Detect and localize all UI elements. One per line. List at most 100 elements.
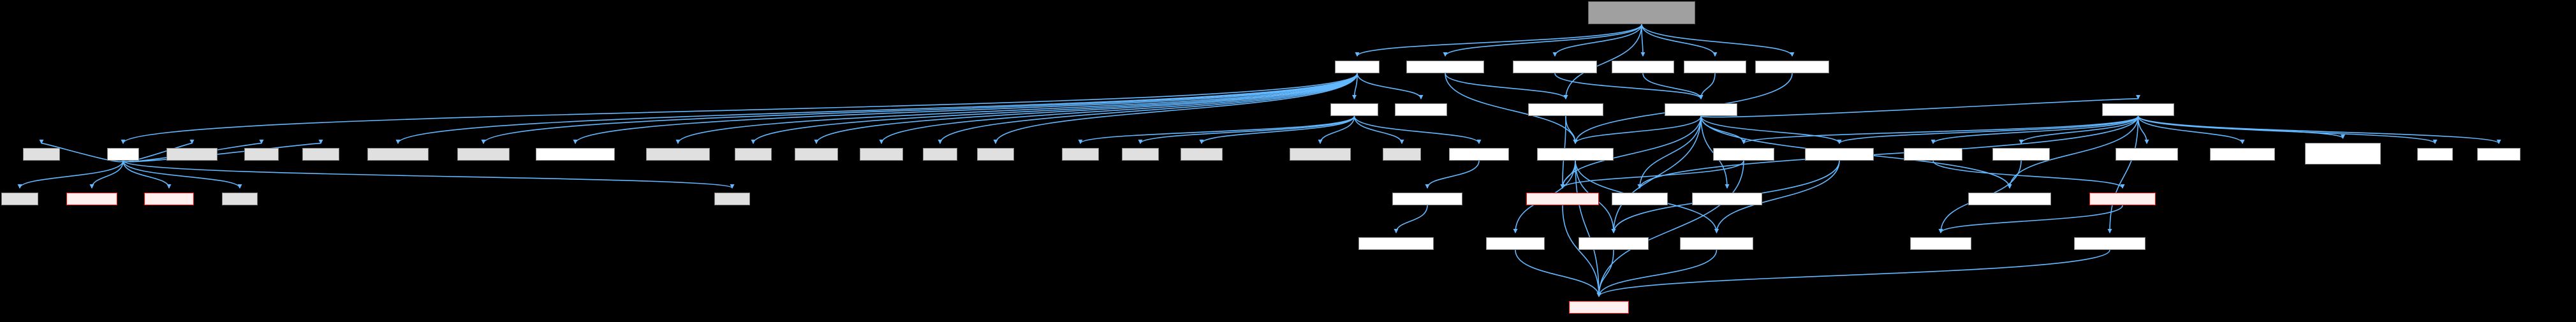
graph-node-stratnum[interactable]	[1692, 193, 1762, 205]
graph-edge	[814, 73, 1358, 144]
graph-node-catversion[interactable]	[1358, 237, 1434, 250]
graph-node-instrument[interactable]	[2305, 143, 2381, 165]
graph-node-opt_tlist[interactable]	[1612, 61, 1674, 73]
graph-node-lockoptions[interactable]	[1680, 237, 1753, 250]
graph-edge	[2137, 115, 2438, 144]
graph-node-rewritemanip[interactable]	[1513, 61, 1597, 73]
graph-node-stdalign_h[interactable]	[860, 148, 903, 161]
graph-edge	[1445, 73, 1568, 99]
graph-node-postgres_ext[interactable]	[367, 148, 429, 161]
graph-node-inttypes_h[interactable]	[795, 148, 838, 161]
graph-node-reltrigger[interactable]	[2116, 148, 2178, 161]
graph-edge	[122, 160, 242, 189]
graph-node-stdio_h[interactable]	[923, 148, 957, 161]
graph-node-primnodes[interactable]	[1526, 193, 1599, 205]
graph-node-elog[interactable]	[1330, 103, 1378, 116]
graph-node-optimizer[interactable]	[1406, 61, 1484, 73]
graph-node-value_h[interactable]	[1486, 237, 1545, 250]
graph-node-ilist[interactable]	[2477, 148, 2521, 161]
graph-edge	[1741, 115, 2139, 144]
graph-node-pathnodes[interactable]	[1665, 103, 1737, 116]
graph-edge	[1700, 115, 1842, 144]
graph-node-block_h[interactable]	[1910, 237, 1971, 250]
graph-edge	[1596, 249, 1614, 297]
graph-node-sdir[interactable]	[1612, 193, 1668, 205]
graph-edge	[89, 160, 124, 189]
graph-node-simplehash[interactable]	[2210, 148, 2275, 161]
graph-edge	[1596, 249, 2110, 297]
graph-node-miscnodes[interactable]	[2074, 237, 2145, 250]
graph-edge	[1565, 115, 1578, 144]
graph-edge	[879, 73, 1358, 144]
graph-node-root[interactable]	[1588, 1, 1695, 24]
graph-edge	[1353, 115, 1482, 144]
graph-edge	[2137, 115, 2345, 139]
graph-node-netinet_in[interactable]	[66, 193, 117, 205]
graph-node-bitmapset[interactable]	[1579, 237, 1649, 250]
graph-edge	[1700, 115, 1746, 144]
graph-edge	[1554, 73, 1704, 99]
graph-edge	[1355, 24, 1642, 57]
graph-node-stringinfo[interactable]	[1449, 148, 1509, 161]
graph-node-itemptr[interactable]	[2089, 193, 2156, 205]
graph-node-partdefs[interactable]	[1968, 193, 2051, 205]
graph-edge	[1938, 205, 2123, 233]
graph-edge	[2137, 115, 2149, 144]
graph-edge	[1932, 160, 2125, 189]
graph-node-errno_h[interactable]	[244, 148, 279, 161]
graph-node-stddef_h[interactable]	[1062, 148, 1099, 161]
graph-edge	[1078, 115, 1355, 144]
graph-node-postgres[interactable]	[1335, 61, 1380, 73]
graph-node-errcodes[interactable]	[1290, 148, 1351, 161]
graph-node-stdarg_h[interactable]	[1122, 148, 1159, 161]
graph-node-port_h[interactable]	[107, 148, 139, 161]
graph-edge	[122, 139, 323, 163]
graph-node-parsenodes[interactable]	[1537, 148, 1614, 161]
graph-node-params[interactable]	[1713, 148, 1774, 161]
graph-node-pg_config[interactable]	[457, 148, 510, 161]
graph-node-arpa_inet[interactable]	[144, 193, 194, 205]
graph-node-assert_h[interactable]	[735, 148, 772, 161]
graph-edge	[751, 73, 1358, 144]
graph-edge	[573, 73, 1358, 144]
graph-node-pg_config_manual[interactable]	[536, 148, 615, 161]
graph-edge	[1552, 24, 1642, 57]
graph-edge	[1357, 73, 1424, 99]
graph-node-relpath[interactable]	[1392, 193, 1462, 205]
graph-node-buf_h[interactable]	[1992, 148, 2050, 161]
graph-node-locale_h[interactable]	[302, 148, 339, 161]
graph-node-opt_cost[interactable]	[1684, 61, 1746, 73]
graph-node-nodes_nodes[interactable]	[1569, 301, 1629, 314]
graph-edge	[1562, 205, 1601, 297]
graph-node-ctype_h[interactable]	[222, 193, 258, 205]
graph-node-plannodes[interactable]	[1805, 148, 1874, 161]
graph-edge	[122, 160, 735, 189]
graph-edge	[1515, 249, 1601, 297]
graph-node-systypes[interactable]	[166, 148, 217, 161]
graph-edge	[1637, 115, 1702, 189]
graph-edge	[1199, 115, 1355, 144]
graph-edge	[17, 160, 124, 189]
graph-node-htup[interactable]	[1904, 148, 1962, 161]
graph-edge	[1640, 24, 1645, 57]
graph-node-stdbool_h[interactable]	[1181, 148, 1223, 161]
graph-node-setjmp_h[interactable]	[1383, 148, 1421, 161]
graph-edge	[121, 73, 1358, 144]
graph-node-signal_h[interactable]	[1, 193, 38, 205]
graph-node-palloc[interactable]	[1395, 103, 1447, 116]
graph-edge	[1641, 24, 1795, 57]
graph-edge	[2107, 115, 2139, 233]
graph-edge	[1352, 73, 1358, 99]
graph-edge	[1443, 24, 1642, 57]
graph-edge	[675, 73, 1358, 144]
graph-node-fmgr_h[interactable]	[2417, 148, 2453, 161]
graph-node-stdint_h[interactable]	[714, 193, 750, 205]
graph-node-execnodes[interactable]	[2102, 103, 2174, 116]
graph-node-string_h[interactable]	[23, 148, 60, 161]
graph-edge	[1700, 94, 2140, 118]
graph-node-makefuncs[interactable]	[1755, 61, 1829, 73]
graph-node-nodefuncs[interactable]	[1528, 103, 1603, 116]
graph-node-pg_config_os[interactable]	[646, 148, 710, 161]
graph-node-stdlib_h[interactable]	[977, 148, 1014, 161]
